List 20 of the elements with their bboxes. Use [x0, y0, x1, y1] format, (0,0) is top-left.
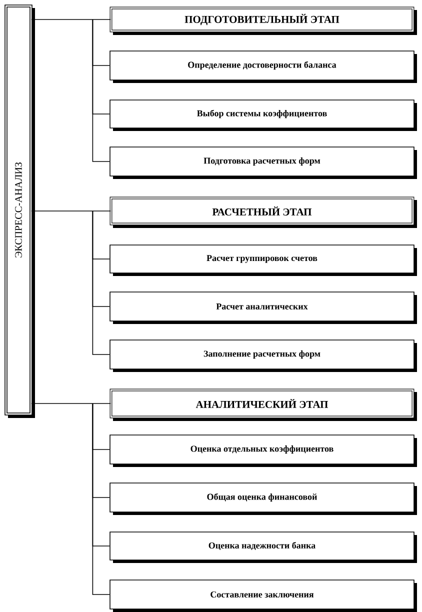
- connector-line: [31, 210, 112, 212]
- connector-line: [31, 403, 112, 404]
- step-box: Оценка надежности банка: [110, 532, 417, 563]
- step-box: Выбор системы коэффициентов: [110, 100, 417, 131]
- stage-box: ПОДГОТОВИТЕЛЬНЫЙ ЭТАП: [110, 6, 417, 35]
- step-box: Составление заключения: [110, 580, 417, 612]
- step-box: Расчет группировок счетов: [110, 244, 417, 276]
- stage-box: РАСЧЕТНЫЙ ЭТАП: [110, 196, 417, 228]
- step-box: Определение достоверности баланса: [110, 50, 417, 83]
- step-box: Расчет аналитических: [110, 292, 417, 324]
- step-box: Заполнение расчетных форм: [110, 340, 417, 372]
- connector-line: [31, 19, 112, 20]
- stage-box: АНАЛИТИЧЕСКИЙ ЭТАП: [110, 388, 417, 421]
- connector-line: [92, 403, 110, 595]
- connector-line: [92, 19, 110, 162]
- step-box: Подготовка расчетных форм: [110, 146, 417, 179]
- side-box: ЭКСПРЕСС-АНАЛИЗ: [4, 4, 35, 418]
- connector-line: [92, 210, 110, 355]
- step-box: Оценка отдельных коэффициентов: [110, 434, 417, 467]
- step-box: Общая оценка финансовой: [110, 482, 417, 515]
